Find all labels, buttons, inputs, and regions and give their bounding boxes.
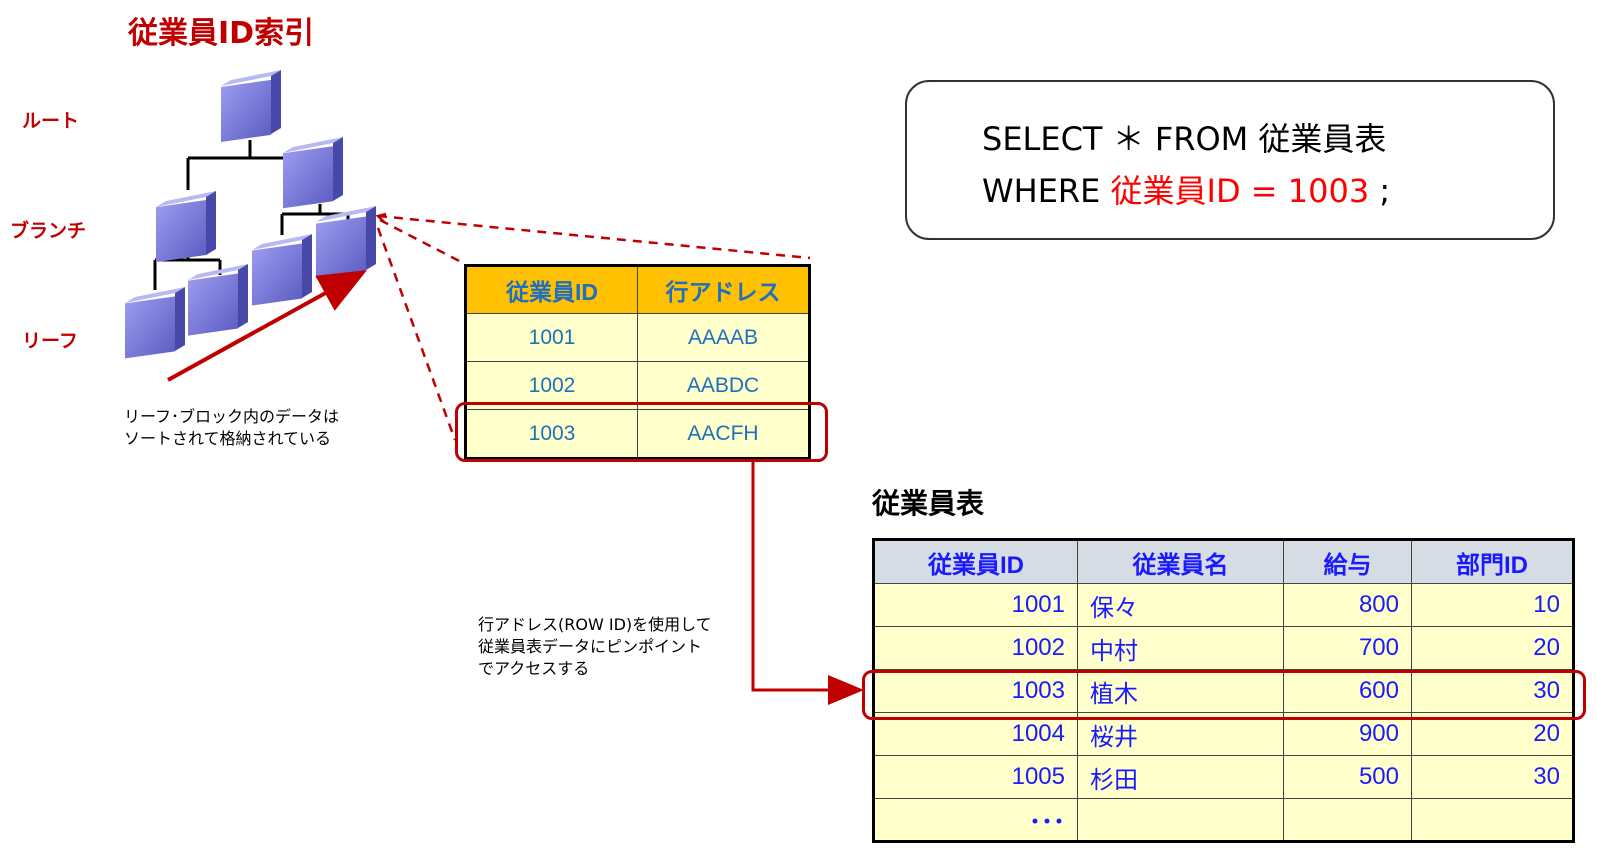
index-header-id: 従業員ID: [465, 265, 638, 314]
index-cell-rowaddr: AABDC: [637, 361, 810, 410]
index-table: 従業員ID 行アドレス 1001 AAAAB 1002 AABDC 1003 A…: [464, 264, 811, 460]
employee-table-title: 従業員表: [872, 487, 985, 520]
index-cell-rowaddr: AAAAB: [637, 313, 810, 362]
emp-cell-id: 1001: [873, 583, 1078, 627]
emp-cell-ellipsis: ･･･: [873, 798, 1078, 842]
sql-line-1: SELECT ＊ FROM 従業員表: [982, 120, 1387, 158]
table-row: 1003 AACFH: [465, 409, 810, 459]
access-note-line: 従業員表データにピンポイント: [478, 637, 703, 656]
emp-cell-name: [1077, 798, 1284, 842]
access-note-line: 行アドレス(ROW ID)を使用して: [478, 615, 712, 634]
row-id-access-arrow: [751, 460, 864, 705]
emp-cell-id: 1005: [873, 755, 1078, 799]
leaf-block-2: [188, 264, 248, 336]
emp-cell-name: 植木: [1077, 669, 1284, 713]
index-row-highlight: [455, 402, 828, 462]
emp-cell-id: 1002: [873, 626, 1078, 670]
emp-cell-dept: [1411, 798, 1574, 842]
zoom-dashed-lines: [376, 214, 811, 441]
table-row: 1003 植木 600 30: [873, 669, 1574, 713]
table-row: 1001 保々 800 10: [873, 583, 1574, 627]
access-note: 行アドレス(ROW ID)を使用して 従業員表データにピンポイント でアクセスす…: [478, 614, 712, 680]
table-row: ･･･: [873, 798, 1574, 842]
employee-row-highlight: [862, 670, 1586, 720]
index-title: 従業員ID索引: [128, 16, 315, 51]
emp-cell-salary: 500: [1283, 755, 1412, 799]
branch-block-1: [156, 191, 216, 263]
leaf-label: リーフ: [22, 330, 78, 352]
emp-cell-name: 保々: [1077, 583, 1284, 627]
sql-box: SELECT ＊ FROM 従業員表 WHERE 従業員ID = 1003 ;: [905, 80, 1555, 240]
emp-header-name: 従業員名: [1077, 539, 1284, 584]
emp-header-id: 従業員ID: [873, 539, 1078, 584]
branch-label: ブランチ: [10, 220, 87, 242]
emp-cell-salary: 700: [1283, 626, 1412, 670]
leaf-block-3: [252, 234, 312, 306]
emp-cell-salary: 800: [1283, 583, 1412, 627]
emp-cell-name: 杉田: [1077, 755, 1284, 799]
leaf-note-line: ソートされて格納されている: [124, 429, 332, 448]
emp-cell-dept: 20: [1411, 626, 1574, 670]
emp-cell-dept: 30: [1411, 669, 1574, 713]
table-row: 1002 AABDC: [465, 361, 810, 410]
leaf-block-4: [316, 206, 376, 279]
emp-cell-dept: 30: [1411, 755, 1574, 799]
access-note-line: でアクセスする: [478, 659, 590, 678]
emp-cell-salary: 600: [1283, 669, 1412, 713]
table-row: 1002 中村 700 20: [873, 626, 1574, 670]
leaf-block-1: [125, 287, 185, 359]
branch-block-2: [283, 137, 343, 209]
table-row: 1005 杉田 500 30: [873, 755, 1574, 799]
sql-line-2: WHERE 従業員ID = 1003 ;: [982, 166, 1390, 212]
sql-where: WHERE: [982, 172, 1111, 210]
root-block: [221, 70, 281, 142]
table-row: 1001 AAAAB: [465, 313, 810, 362]
index-cell-rowaddr: AACFH: [637, 409, 810, 459]
emp-header-dept: 部門ID: [1411, 539, 1574, 584]
employee-table: 従業員ID 従業員名 給与 部門ID 1001 保々 800 10 1002 中…: [872, 538, 1575, 843]
emp-header-salary: 給与: [1283, 539, 1412, 584]
root-label: ルート: [22, 110, 80, 132]
leaf-note: リーフ･ブロック内のデータは ソートされて格納されている: [124, 406, 339, 450]
index-cell-id: 1003: [465, 409, 638, 459]
leaf-note-line: リーフ･ブロック内のデータは: [124, 407, 340, 426]
index-cell-id: 1001: [465, 313, 638, 362]
sql-condition: 従業員ID = 1003: [1110, 172, 1370, 210]
index-header-rowaddr: 行アドレス: [637, 265, 810, 314]
sql-terminator: ;: [1369, 172, 1391, 210]
sort-direction-arrow: [167, 270, 368, 382]
tree-blocks: [125, 70, 376, 359]
emp-cell-name: 中村: [1077, 626, 1284, 670]
index-cell-id: 1002: [465, 361, 638, 410]
emp-cell-dept: 10: [1411, 583, 1574, 627]
emp-cell-salary: [1283, 798, 1412, 842]
